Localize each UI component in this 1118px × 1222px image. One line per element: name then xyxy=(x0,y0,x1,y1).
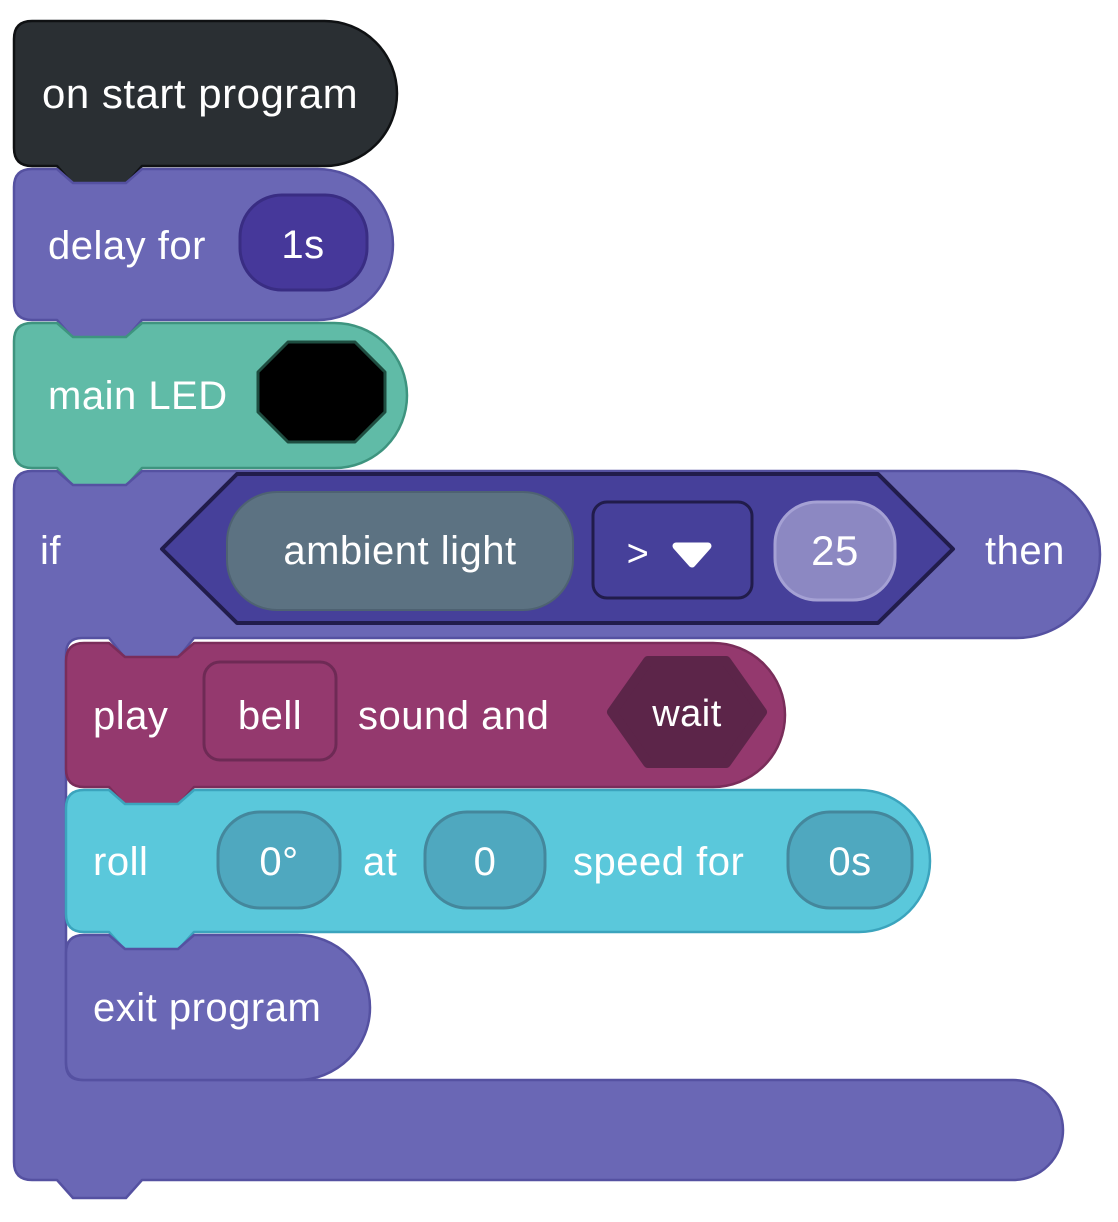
ambient-light-sensor-reporter[interactable] xyxy=(226,491,574,611)
then-label: then xyxy=(985,529,1065,573)
roll-duration-input[interactable] xyxy=(786,810,914,910)
roll-block: roll 0° at 0 speed for 0s xyxy=(64,788,932,952)
delay-duration-value: 1s xyxy=(281,223,324,267)
sound-select-box[interactable] xyxy=(202,660,338,762)
threshold-value: 25 xyxy=(811,527,859,574)
on-start-program-shape[interactable] xyxy=(12,19,399,186)
main-led-label: main LED xyxy=(48,374,228,418)
threshold-value-input[interactable] xyxy=(773,500,897,602)
roll-speed-value: 0 xyxy=(474,840,497,884)
delay-block: delay for 1s xyxy=(12,167,395,340)
roll-heading-value: 0° xyxy=(259,840,298,884)
main-led-block: main LED xyxy=(12,321,409,488)
operator-dropdown[interactable] xyxy=(591,500,754,600)
roll-speed-input[interactable] xyxy=(423,810,547,910)
on-start-program-block: on start program xyxy=(12,19,399,186)
wait-mode-toggle-hexagon[interactable] xyxy=(607,656,767,768)
exit-program-shape[interactable] xyxy=(64,933,372,1082)
wait-mode-label: wait xyxy=(651,693,722,735)
on-start-program-label: on start program xyxy=(42,70,358,117)
if-label: if xyxy=(40,529,61,573)
ambient-light-sensor-label: ambient light xyxy=(283,529,516,573)
delay-label: delay for xyxy=(48,224,206,268)
play-sound-block: play bell sound and wait xyxy=(64,641,787,807)
roll-label: roll xyxy=(93,840,148,884)
roll-duration-value: 0s xyxy=(828,840,871,884)
roll-heading-input[interactable] xyxy=(216,810,342,910)
exit-program-label: exit program xyxy=(93,986,321,1030)
dropdown-caret-icon xyxy=(672,542,712,568)
operator-value: > xyxy=(627,533,650,575)
sound-select-value: bell xyxy=(238,694,302,738)
sound-and-label: sound and xyxy=(358,694,549,738)
play-label: play xyxy=(93,694,168,738)
delay-duration-input[interactable] xyxy=(238,193,369,292)
play-sound-shape[interactable] xyxy=(64,641,787,807)
exit-program-block: exit program xyxy=(64,933,372,1082)
led-color-swatch-octagon-icon[interactable] xyxy=(256,340,387,444)
if-block: if ambient light > 25 then xyxy=(12,469,1102,1200)
roll-at-label: at xyxy=(363,840,397,884)
roll-speed-for-label: speed for xyxy=(573,840,744,884)
